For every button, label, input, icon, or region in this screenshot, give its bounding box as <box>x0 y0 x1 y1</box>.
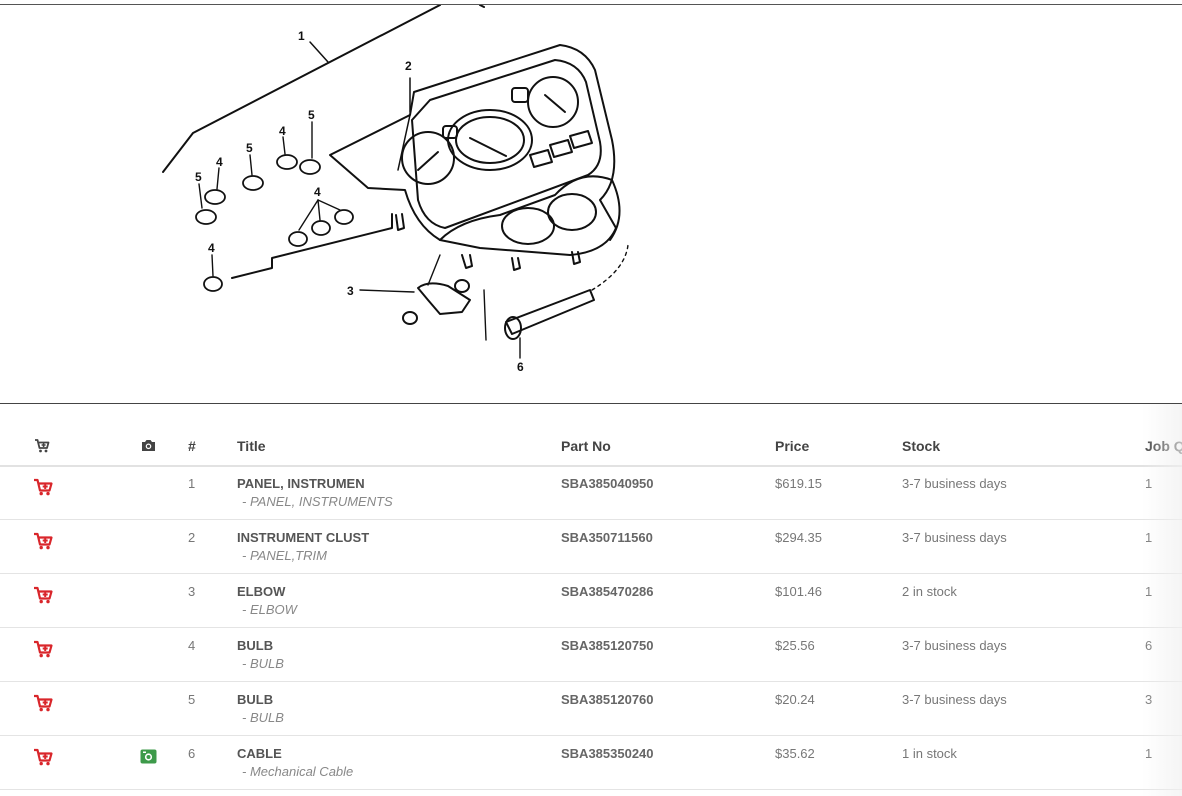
row-number: 2 <box>188 530 196 545</box>
job-quantity: 1 <box>1145 530 1153 545</box>
column-header-part-no[interactable]: Part No <box>561 438 611 454</box>
top-divider <box>0 4 1182 5</box>
camera-icon <box>140 749 157 764</box>
stock-status: 1 in stock <box>902 746 957 761</box>
table-row: 6 CABLE - Mechanical Cable SBA385350240 … <box>0 736 1182 790</box>
row-number: 5 <box>188 692 196 707</box>
table-row: 5 BULB - BULB SBA385120760 $20.24 3-7 bu… <box>0 682 1182 736</box>
table-header: # Title Part No Price Stock Job Qu <box>0 431 1182 467</box>
column-header-title[interactable]: Title <box>237 438 266 454</box>
parts-table: # Title Part No Price Stock Job Qu 1 PAN… <box>0 404 1182 796</box>
cart-plus-icon <box>34 438 50 456</box>
cart-plus-icon <box>34 640 53 658</box>
stock-status: 3-7 business days <box>902 692 1007 707</box>
cart-plus-icon <box>34 586 53 604</box>
job-quantity: 1 <box>1145 476 1153 491</box>
diagram-label: 3 <box>347 284 354 298</box>
diagram-divider <box>0 403 1182 404</box>
part-description: - ELBOW <box>242 602 297 617</box>
diagram-label: 5 <box>195 170 202 184</box>
row-number: 1 <box>188 476 196 491</box>
part-number: SBA350711560 <box>561 530 653 545</box>
add-to-cart-button[interactable] <box>33 640 53 658</box>
diagram-label: 6 <box>517 360 524 374</box>
row-number: 6 <box>188 746 196 761</box>
cart-plus-icon <box>34 532 53 550</box>
part-number: SBA385120750 <box>561 638 654 653</box>
job-quantity: 3 <box>1145 692 1153 707</box>
part-title-cell: BULB - BULB <box>237 692 284 725</box>
part-title: BULB <box>237 638 274 653</box>
diagram-label: 4 <box>216 155 223 169</box>
parts-diagram: 1 2 3 4 4 4 4 5 5 5 6 <box>162 5 629 374</box>
part-title-cell: INSTRUMENT CLUST - PANEL,TRIM <box>237 530 369 563</box>
add-to-cart-button[interactable] <box>33 694 53 712</box>
part-title-cell: PANEL, INSTRUMEN - PANEL, INSTRUMENTS <box>237 476 393 509</box>
part-description: - PANEL, INSTRUMENTS <box>242 494 393 509</box>
part-number: SBA385470286 <box>561 584 654 599</box>
column-header-job-qty[interactable]: Job Qu <box>1145 438 1182 454</box>
stock-status: 3-7 business days <box>902 638 1007 653</box>
add-to-cart-button[interactable] <box>33 748 53 766</box>
diagram-label: 5 <box>246 141 253 155</box>
part-number: SBA385120760 <box>561 692 654 707</box>
row-number: 4 <box>188 638 196 653</box>
stock-status: 3-7 business days <box>902 476 1007 491</box>
part-price: $35.62 <box>775 746 815 761</box>
cart-plus-icon <box>34 748 53 766</box>
cart-plus-icon <box>34 694 53 712</box>
cart-plus-icon <box>34 478 53 496</box>
column-header-num: # <box>188 438 196 454</box>
part-description: - Mechanical Cable <box>242 764 354 779</box>
part-title: CABLE <box>237 746 282 761</box>
column-header-stock[interactable]: Stock <box>902 438 941 454</box>
part-description: - PANEL,TRIM <box>242 548 327 563</box>
add-to-cart-button[interactable] <box>33 532 53 550</box>
part-description: - BULB <box>242 710 284 725</box>
part-price: $101.46 <box>775 584 822 599</box>
part-title: ELBOW <box>237 584 286 599</box>
job-quantity: 1 <box>1145 584 1153 599</box>
part-price: $20.24 <box>775 692 815 707</box>
part-title-cell: ELBOW - ELBOW <box>237 584 297 617</box>
part-description: - BULB <box>242 656 284 671</box>
column-header-price[interactable]: Price <box>775 438 810 454</box>
photo-button[interactable] <box>140 749 157 764</box>
stock-status: 2 in stock <box>902 584 957 599</box>
diagram-label: 5 <box>308 108 315 122</box>
part-title: BULB <box>237 692 274 707</box>
table-row: 3 ELBOW - ELBOW SBA385470286 $101.46 2 i… <box>0 574 1182 628</box>
part-price: $619.15 <box>775 476 822 491</box>
table-row: 2 INSTRUMENT CLUST - PANEL,TRIM SBA35071… <box>0 520 1182 574</box>
part-number: SBA385040950 <box>561 476 654 491</box>
diagram-label: 4 <box>208 241 215 255</box>
diagram-label: 4 <box>314 185 321 199</box>
job-quantity: 6 <box>1145 638 1153 653</box>
table-row: 4 BULB - BULB SBA385120750 $25.56 3-7 bu… <box>0 628 1182 682</box>
diagram-label: 4 <box>279 124 286 138</box>
part-title: PANEL, INSTRUMEN <box>237 476 365 491</box>
part-title: INSTRUMENT CLUST <box>237 530 370 545</box>
table-row: 1 PANEL, INSTRUMEN - PANEL, INSTRUMENTS … <box>0 466 1182 520</box>
camera-icon <box>141 439 156 455</box>
part-price: $25.56 <box>775 638 815 653</box>
diagram-label: 2 <box>405 59 412 73</box>
part-title-cell: CABLE - Mechanical Cable <box>237 746 353 779</box>
add-to-cart-button[interactable] <box>33 586 53 604</box>
row-number: 3 <box>188 584 196 599</box>
part-price: $294.35 <box>775 530 822 545</box>
add-to-cart-button[interactable] <box>33 478 53 496</box>
stock-status: 3-7 business days <box>902 530 1007 545</box>
part-title-cell: BULB - BULB <box>237 638 284 671</box>
diagram-label: 1 <box>298 29 305 43</box>
job-quantity: 1 <box>1145 746 1153 761</box>
part-number: SBA385350240 <box>561 746 654 761</box>
